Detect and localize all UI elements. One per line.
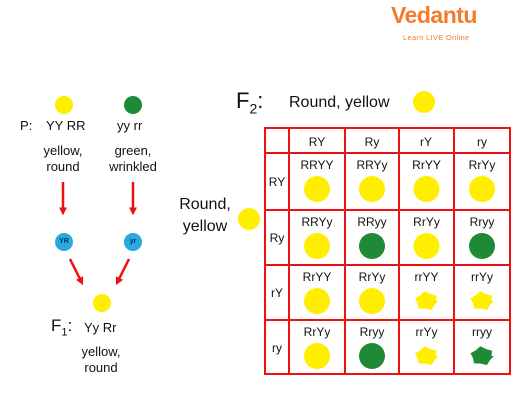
f2-label: F2: xyxy=(236,88,263,116)
cell-genotype: RRyy xyxy=(357,215,386,229)
round-seed xyxy=(359,233,385,259)
round-seed xyxy=(469,233,495,259)
gamete-label: YR xyxy=(59,238,69,245)
round-seed xyxy=(359,176,385,202)
f1-label-colon: : xyxy=(67,316,73,335)
parent1-phenotype-line2: round xyxy=(46,159,80,174)
f1-label-sub: 1 xyxy=(61,326,68,339)
col-header: Ry xyxy=(365,135,380,149)
f2-title: Round, yellow xyxy=(289,94,390,111)
cell-genotype: rrYy xyxy=(471,270,493,284)
f2-label-colon: : xyxy=(257,88,264,113)
parent1-phenotype-line1: yellow, xyxy=(43,143,83,158)
col-header: ry xyxy=(477,135,487,149)
round-seed xyxy=(304,288,330,314)
cell-genotype: Rryy xyxy=(470,215,495,229)
round-seed xyxy=(469,176,495,202)
cell-genotype: RrYy xyxy=(304,325,331,339)
f2-side-label-line2: yellow xyxy=(182,218,228,235)
brand-logo: Vedantu xyxy=(391,2,477,28)
cell-genotype: Rryy xyxy=(360,325,385,339)
cell-genotype: RrYy xyxy=(359,270,386,284)
f1-label-main: F xyxy=(51,316,62,335)
punnett-grid xyxy=(264,127,511,375)
cell-genotype: RRYy xyxy=(301,215,332,229)
col-header: RY xyxy=(309,135,325,149)
gamete-label: yr xyxy=(129,238,137,245)
row-header: Ry xyxy=(270,231,285,245)
cell-genotype: RrYy xyxy=(469,158,496,172)
round-seed xyxy=(304,343,330,369)
cell-genotype: rrYy xyxy=(416,325,438,339)
f1-phenotype-line1: yellow, xyxy=(81,344,121,359)
row-header: rY xyxy=(271,286,283,300)
wrinkled-seed xyxy=(415,346,439,365)
round-seed xyxy=(359,288,385,314)
round-seed xyxy=(413,233,440,259)
cell-genotype: rryy xyxy=(472,325,492,339)
f1-genotype: Yy Rr xyxy=(84,320,117,335)
round-seed xyxy=(304,176,330,202)
wrinkled-seed xyxy=(470,346,494,365)
f1-label: F1: xyxy=(51,316,72,338)
cell-genotype: RRYY xyxy=(300,158,333,172)
parent2-phenotype-line1: green, xyxy=(114,143,152,158)
wrinkled-seed xyxy=(470,291,494,310)
arrow-gamete1-to-f1 xyxy=(68,258,84,286)
wrinkled-seed xyxy=(415,291,439,310)
parent-green-wrinkled-seed xyxy=(124,96,142,114)
f2-side-label-line1: Round, xyxy=(179,196,231,213)
arrow-gamete2-to-f1 xyxy=(115,258,131,286)
parent1-genotype: YY RR xyxy=(46,118,86,133)
cell-genotype: RRYy xyxy=(356,158,387,172)
round-seed xyxy=(304,233,330,259)
f2-side-seed xyxy=(238,208,260,230)
row-header: ry xyxy=(272,341,282,355)
parents-prefix: P: xyxy=(20,118,33,133)
f1-seed xyxy=(93,294,111,312)
f2-label-main: F xyxy=(236,88,250,113)
parent-yellow-round-seed xyxy=(55,96,73,114)
brand-tagline: Learn LIVE Online xyxy=(403,33,470,42)
f2-title-seed xyxy=(413,91,435,113)
gamete-yr-dominant xyxy=(55,233,73,251)
gamete-yr-recessive xyxy=(124,233,142,251)
col-header: rY xyxy=(420,135,432,149)
round-seed xyxy=(359,343,385,369)
f1-phenotype-line2: round xyxy=(84,360,118,375)
parent2-phenotype-line2: wrinkled xyxy=(109,159,157,174)
row-header: RY xyxy=(269,175,285,189)
f2-label-sub: 2 xyxy=(249,100,258,117)
cell-genotype: RrYY xyxy=(303,270,332,284)
parent2-genotype: yy rr xyxy=(117,118,143,133)
cell-genotype: rrYY xyxy=(415,270,439,284)
round-seed xyxy=(413,176,440,202)
cell-genotype: RrYY xyxy=(412,158,441,172)
cell-genotype: RrYy xyxy=(413,215,440,229)
